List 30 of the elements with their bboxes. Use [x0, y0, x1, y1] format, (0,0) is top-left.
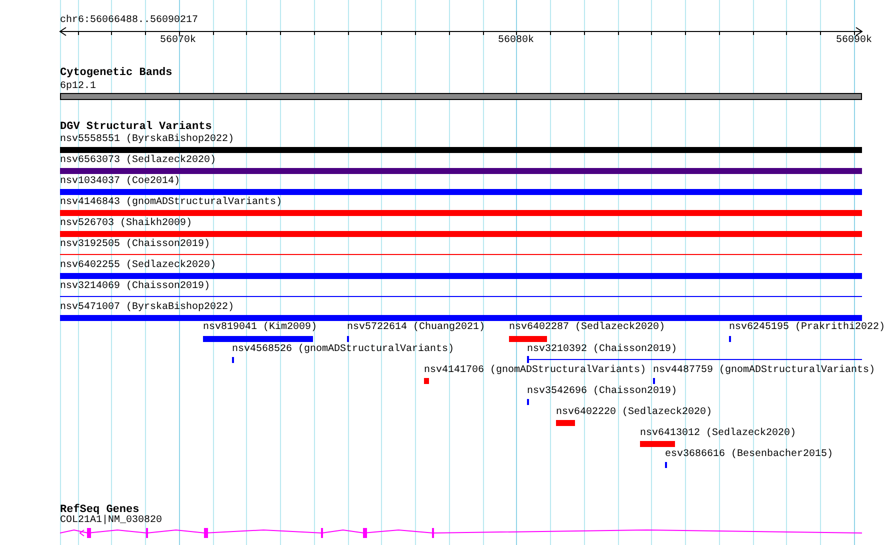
- variant-label: nsv4568526 (gnomADStructuralVariants): [232, 344, 454, 356]
- variant-label: nsv6563073 (Sedlazeck2020): [60, 155, 216, 167]
- variant-label: nsv4487759 (gnomADStructuralVariants): [653, 365, 876, 377]
- tick-label: 56070k: [160, 35, 196, 47]
- variant-label: nsv3192505 (Chaisson2019): [60, 239, 210, 251]
- band-label: 6p12.1: [60, 81, 96, 93]
- variant-label: nsv4141706 (gnomADStructuralVariants): [424, 365, 646, 377]
- variant-label: nsv6402255 (Sedlazeck2020): [60, 260, 216, 272]
- track-heading: DGV Structural Variants: [60, 121, 212, 133]
- variant-label: nsv1034037 (Coe2014): [60, 176, 180, 188]
- variant-label: nsv3210392 (Chaisson2019): [527, 344, 678, 356]
- tick-label: 56090k: [836, 35, 872, 47]
- gene-label: COL21A1|NM_030820: [60, 515, 162, 527]
- variant-label: esv3686616 (Besenbacher2015): [665, 449, 834, 461]
- tick-label: 56080k: [498, 35, 534, 47]
- variant-label: nsv6413012 (Sedlazeck2020): [640, 428, 796, 440]
- variant-label: nsv526703 (Shaikh2009): [60, 218, 192, 230]
- variant-label: nsv3542696 (Chaisson2019): [527, 386, 678, 398]
- variant-label: nsv5558551 (ByrskaBishop2022): [60, 134, 234, 146]
- variant-label: nsv5722614 (Chuang2021): [347, 322, 486, 334]
- variant-label: nsv6402220 (Sedlazeck2020): [556, 407, 712, 419]
- variant-label: nsv5471007 (ByrskaBishop2022): [60, 302, 234, 314]
- variant-label: nsv6402287 (Sedlazeck2020): [509, 322, 666, 334]
- variant-label: nsv4146843 (gnomADStructuralVariants): [60, 197, 282, 209]
- track-heading: Cytogenetic Bands: [60, 67, 172, 79]
- track-heading: RefSeq Genes: [60, 504, 140, 516]
- variant-label: nsv3214069 (Chaisson2019): [60, 281, 210, 293]
- region-label: chr6:56066488..56090217: [60, 15, 198, 27]
- variant-label: nsv819041 (Kim2009): [203, 322, 318, 334]
- variant-label: nsv6245195 (Prakrithi2022): [729, 322, 886, 334]
